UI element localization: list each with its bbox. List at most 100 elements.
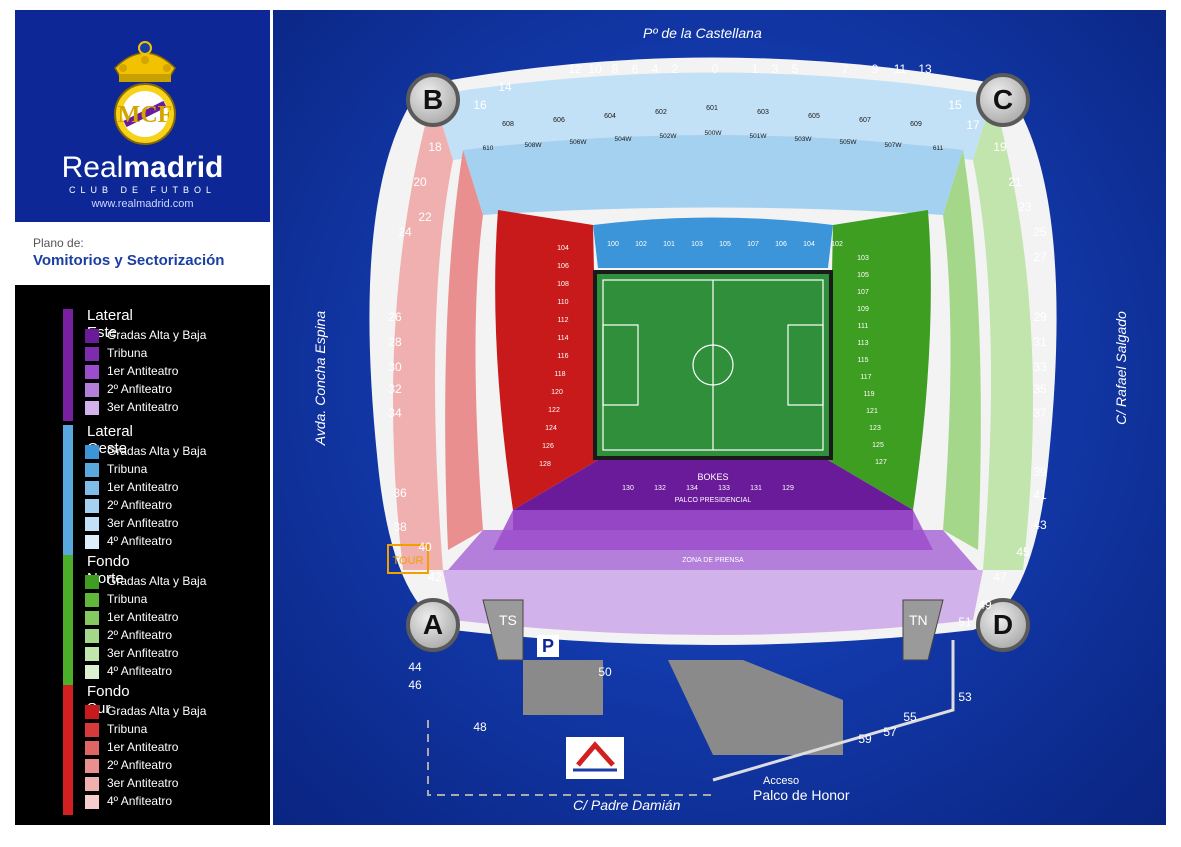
legend-swatch [85, 629, 99, 643]
section-label: 507W [885, 142, 903, 149]
gate-number: 18 [428, 140, 442, 154]
gate-number: 36 [393, 486, 407, 500]
section-label: 102 [831, 241, 843, 248]
legend-swatch [85, 575, 99, 589]
gate-number: 32 [388, 382, 402, 396]
legend-item-label: 2º Anfiteatro [107, 382, 173, 396]
section-label: 502W [660, 133, 678, 140]
section-label: 113 [857, 340, 868, 347]
legend-item: Tribuna [85, 591, 285, 609]
section-label: 103 [691, 241, 703, 248]
gate-number: 44 [408, 660, 422, 674]
legend-swatch [85, 647, 99, 661]
section-label: 606 [553, 117, 565, 124]
section-label: 504W [615, 136, 633, 143]
gate-number: 23 [1018, 200, 1032, 214]
gate-number: 30 [388, 360, 402, 374]
legend-swatch [85, 741, 99, 755]
gate-number: 0 [711, 62, 719, 76]
legend-item: Tribuna [85, 461, 285, 479]
legend-item: Gradas Alta y Baja [85, 573, 285, 591]
legend-item: 4º Anfiteatro [85, 793, 285, 811]
legend-item: Tribuna [85, 345, 285, 363]
perimeter-path [427, 720, 713, 796]
section-label: 111 [858, 323, 869, 330]
gate-number: 46 [408, 678, 422, 692]
east-top-tier [443, 570, 983, 635]
section-label: 118 [554, 371, 565, 378]
gate-number: 22 [418, 210, 432, 224]
legend-group-bar [63, 309, 73, 421]
section-label: 506W [570, 139, 588, 146]
tower-ts-label: TS [499, 612, 517, 628]
svg-text:MCF: MCF [118, 102, 173, 128]
north-lower-tier [828, 210, 931, 510]
legend-item-label: Tribuna [107, 722, 148, 736]
west-lower-tier [593, 217, 833, 268]
legend-swatch [85, 499, 99, 513]
legend-swatch [85, 463, 99, 477]
legend-item: 1er Antiteatro [85, 363, 285, 381]
gate-number: 48 [473, 720, 487, 734]
legend-swatch [85, 535, 99, 549]
section-label: 604 [604, 113, 616, 120]
section-label: 102 [635, 241, 647, 248]
section-label: 120 [551, 389, 563, 396]
legend-item-label: Gradas Alta y Baja [107, 704, 207, 718]
gate-number: 2 [671, 62, 679, 76]
plan-label: Plano de: [33, 236, 84, 250]
legend-swatch [85, 759, 99, 773]
section-label: 601 [706, 105, 718, 112]
section-label: 121 [866, 408, 878, 415]
section-label: 602 [655, 109, 667, 116]
section-label: 100 [607, 241, 619, 248]
legend-swatch [85, 347, 99, 361]
section-label: 109 [857, 306, 869, 313]
gate-number: 38 [393, 520, 407, 534]
gate-number: 47 [993, 570, 1007, 584]
gate-number: 42 [428, 570, 442, 584]
legend-item-label: 4º Anfiteatro [107, 664, 173, 678]
section-label: 609 [910, 121, 922, 128]
sidebar: MCF Realmadrid CLUB DE FUTBOL www.realma… [15, 10, 270, 825]
legend-item-label: Tribuna [107, 462, 148, 476]
gate-number: 13 [918, 62, 932, 76]
gate-number: 24 [398, 225, 412, 239]
gate-number: 26 [388, 310, 402, 324]
gate-number: 7 [841, 62, 849, 76]
north-top-tier [973, 95, 1033, 570]
legend-group-bar [63, 685, 73, 815]
legend-group-bar [63, 425, 73, 555]
legend-item: 3er Anfiteatro [85, 645, 285, 663]
section-label: 105 [719, 241, 731, 248]
section-label: 117 [860, 374, 871, 381]
gate-number: 40 [418, 540, 432, 554]
parking-sign [537, 635, 559, 657]
section-label: 503W [795, 136, 813, 143]
gate-number: 35 [1033, 382, 1047, 396]
south-top-tier [393, 95, 453, 570]
legend-item-label: 2º Anfiteatro [107, 758, 173, 772]
gate-number: 17 [966, 118, 980, 132]
legend-swatch [85, 777, 99, 791]
legend-item-label: 1er Antiteatro [107, 364, 179, 378]
section-label: 610 [483, 145, 494, 152]
gate-number: 9 [871, 62, 879, 76]
gate-number: 59 [858, 732, 872, 746]
section-label: 603 [757, 109, 769, 116]
legend-item-label: 3er Antiteatro [107, 776, 179, 790]
corner-a: A [406, 598, 460, 652]
brand-name: Realmadrid [61, 151, 224, 184]
legend-item: 4º Anfiteatro [85, 533, 285, 551]
legend-item-label: 3er Antiteatro [107, 400, 179, 414]
section-label: 131 [750, 485, 762, 492]
access-line-2: Palco de Honor [753, 787, 850, 803]
plan-title: Vomitorios y Sectorización [33, 252, 225, 269]
legend-swatch [85, 665, 99, 679]
legend-item: 2º Anfiteatro [85, 497, 285, 515]
legend-swatch [85, 401, 99, 415]
legend-swatch [85, 723, 99, 737]
section-label: 128 [539, 461, 551, 468]
